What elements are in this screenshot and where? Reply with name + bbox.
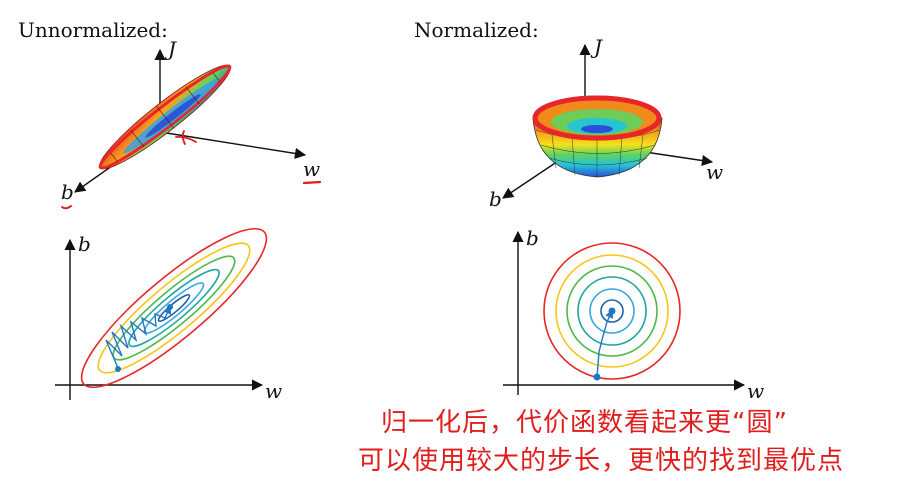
w-axis-label: w (265, 379, 282, 403)
b-axis-label: b (61, 180, 74, 204)
j-axis-label: J (590, 35, 603, 59)
elongated-bowl-surface (98, 64, 232, 170)
start-point (593, 373, 601, 381)
minimum-point (608, 307, 616, 315)
heading-unnormalized: Unnormalized: (18, 18, 168, 42)
j-axis-label: J (164, 37, 177, 61)
unnormalized-contour-plot: b w (55, 227, 282, 403)
w-axis-label: w (303, 157, 320, 181)
note-line-1: 归一化后，代价函数看起来更“圆” (381, 408, 788, 438)
minimum-point (167, 304, 173, 310)
b-underline-mark (61, 205, 72, 210)
round-bowl-surface (532, 95, 663, 178)
w-axis-label: w (747, 379, 764, 403)
zigzag-descent-path (105, 305, 172, 369)
normalized-surface-plot: J w b (489, 35, 723, 211)
normalized-contour-plot: b w (503, 226, 764, 403)
b-axis-label: b (526, 226, 539, 250)
b-axis-label: b (489, 187, 502, 211)
note-line-2: 可以使用较大的步长，更快的找到最优点 (358, 446, 845, 476)
w-underline-mark (302, 180, 322, 185)
direct-descent-path (596, 309, 614, 378)
w-axis (159, 131, 307, 159)
b-axis-label: b (78, 232, 91, 256)
w-axis-label: w (706, 160, 723, 184)
unnormalized-surface-plot: J w b (61, 37, 322, 210)
start-point (115, 366, 121, 372)
red-hand-mark (175, 130, 197, 145)
circular-contours (543, 242, 681, 380)
heading-normalized: Normalized: (414, 18, 539, 42)
elongated-contours (80, 227, 268, 389)
